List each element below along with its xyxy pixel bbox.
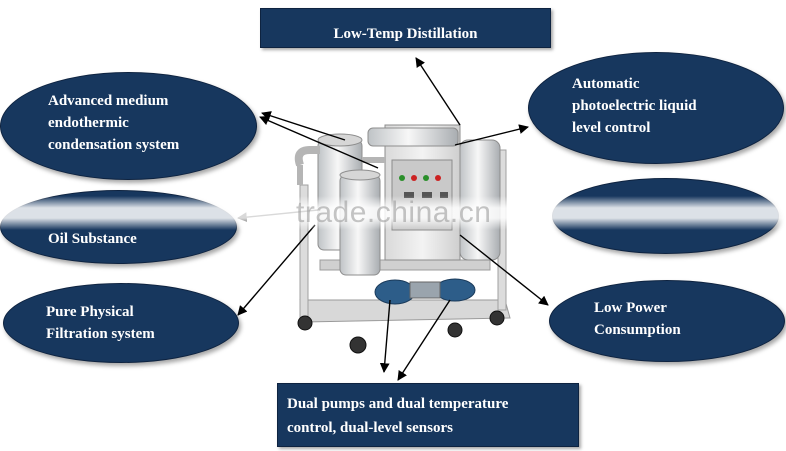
oval-low-power: Low Power Consumption: [549, 280, 785, 362]
arrow-condensation-a: [261, 111, 346, 141]
arrow-dual-pumps-b: [397, 299, 451, 381]
watermark-band: [0, 196, 786, 230]
label-dual-pumps-text: Dual pumps and dual temperature control,…: [287, 396, 509, 436]
arrow-low-power: [459, 234, 549, 306]
oval-oil-substance-text: Oil Substance: [48, 231, 137, 247]
oval-automatic-photoelectric: Automatic photoelectric liquid level con…: [528, 52, 784, 164]
arrow-filtration: [237, 224, 316, 316]
arrow-condensation-b: [259, 116, 379, 169]
oval-automatic-photoelectric-text: Automatic photoelectric liquid level con…: [572, 76, 697, 136]
arrow-dual-pumps-a: [379, 299, 391, 373]
oil-purifier-machine-illustration: [294, 124, 511, 354]
oval-pure-physical-text: Pure Physical Filtration system: [46, 304, 155, 342]
label-low-temp-distillation: Low-Temp Distillation: [260, 8, 551, 48]
oval-pure-physical: Pure Physical Filtration system: [3, 283, 239, 363]
oval-low-power-text: Low Power Consumption: [594, 300, 681, 338]
label-low-temp-distillation-text: Low-Temp Distillation: [333, 26, 478, 42]
arrow-level-control: [454, 124, 529, 146]
oval-advanced-medium-text: Advanced medium endothermic condensation…: [48, 93, 180, 153]
watermark-text: trade.china.cn: [296, 196, 492, 229]
arrow-distillation: [415, 57, 461, 126]
label-dual-pumps: Dual pumps and dual temperature control,…: [277, 383, 579, 447]
oval-advanced-medium: Advanced medium endothermic condensation…: [0, 72, 257, 180]
